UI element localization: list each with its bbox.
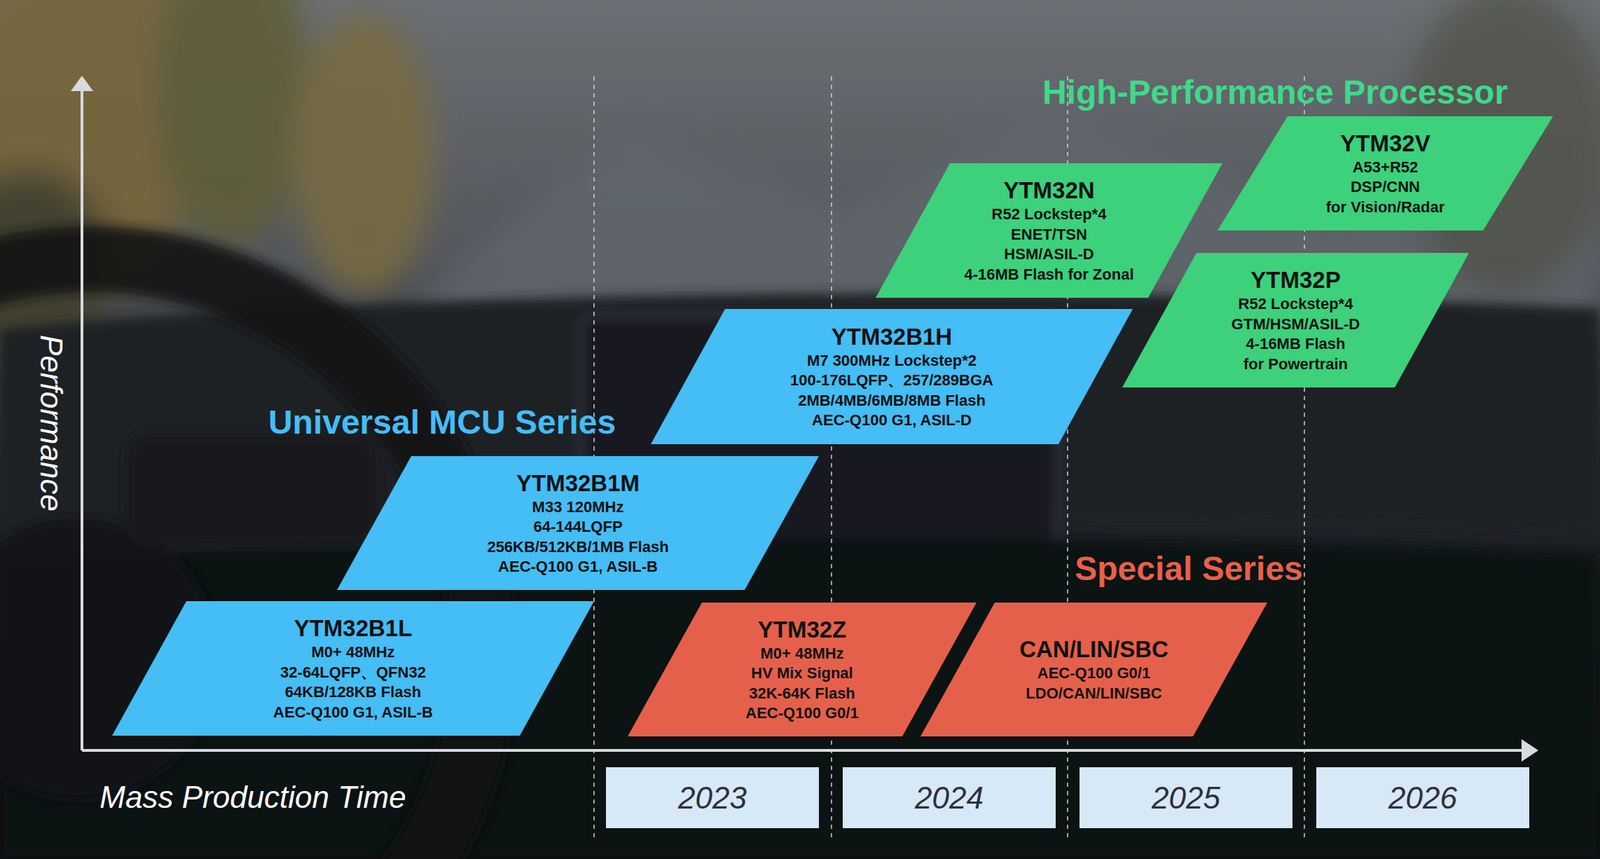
year-box: 2023 xyxy=(605,767,819,829)
shape-fill xyxy=(1217,116,1554,231)
product-spec: for Vision/Radar xyxy=(1326,197,1446,218)
axis-label: Mass Production Time xyxy=(99,779,406,815)
box-content: CAN/LIN/SBCAEC-Q100 G0/1LDO/CAN/LIN/SBC xyxy=(920,602,1268,737)
product-box: YTM32ZM0+ 48MHzHV Mix Signal32K-64K Flas… xyxy=(627,602,977,737)
product-spec: 2MB/4MB/6MB/8MB Flash xyxy=(797,390,986,412)
product-spec: AEC-Q100 G0/1 xyxy=(1037,663,1151,684)
product-spec: 32K-64K Flash xyxy=(748,683,856,705)
year-label: 2026 xyxy=(1388,780,1458,816)
product-spec: M7 300MHz Lockstep*2 xyxy=(807,350,977,372)
product-spec: AEC-Q100 G1, ASIL-B xyxy=(498,556,658,578)
product-name: YTM32B1L xyxy=(294,614,413,643)
product-box: YTM32PR52 Lockstep*4GTM/HSM/ASIL-D4-16MB… xyxy=(1122,252,1470,388)
shape-fill xyxy=(875,163,1223,298)
shape-fill xyxy=(336,456,819,590)
shape-fill xyxy=(1122,252,1470,388)
product-spec: 256KB/512KB/1MB Flash xyxy=(486,537,669,558)
year-label: 2023 xyxy=(678,780,747,816)
product-spec: 32-64LQFP、QFN32 xyxy=(280,662,426,684)
product-name: YTM32B1H xyxy=(831,322,953,351)
product-spec: AEC-Q100 G1, ASIL-D xyxy=(811,410,972,431)
product-spec: GTM/HSM/ASIL-D xyxy=(1231,314,1360,335)
box-content: 2025 xyxy=(1079,767,1293,829)
product-spec: HV Mix Signal xyxy=(750,663,853,684)
box-content: YTM32B1HM7 300MHz Lockstep*2100-176LQFP、… xyxy=(650,308,1133,445)
year-box: 2026 xyxy=(1316,767,1530,829)
product-spec: 4-16MB Flash xyxy=(1246,334,1346,355)
product-spec: 64-144LQFP xyxy=(533,516,623,538)
product-box: YTM32NR52 Lockstep*4ENET/TSNHSM/ASIL-D4-… xyxy=(875,163,1223,298)
product-spec: LDO/CAN/LIN/SBC xyxy=(1025,683,1162,705)
product-spec: 64KB/128KB Flash xyxy=(285,682,422,703)
box-content: 2023 xyxy=(605,767,819,829)
year-box: 2025 xyxy=(1079,767,1293,829)
product-spec: R52 Lockstep*4 xyxy=(1238,294,1354,315)
product-spec: M33 120MHz xyxy=(532,497,625,518)
year-label: 2024 xyxy=(914,780,984,816)
shape-fill xyxy=(842,767,1056,829)
box-content: 2024 xyxy=(842,767,1056,829)
shape-fill xyxy=(1316,767,1530,829)
product-box: CAN/LIN/SBCAEC-Q100 G0/1LDO/CAN/LIN/SBC xyxy=(920,602,1268,737)
box-content: YTM32NR52 Lockstep*4ENET/TSNHSM/ASIL-D4-… xyxy=(875,163,1223,298)
product-spec: M0+ 48MHz xyxy=(311,642,395,663)
box-content: YTM32VA53+R52DSP/CNNfor Vision/Radar xyxy=(1217,116,1554,231)
shape-fill xyxy=(920,602,1268,737)
shape-fill xyxy=(627,602,977,737)
product-spec: ENET/TSN xyxy=(1010,224,1088,246)
product-spec: for Powertrain xyxy=(1243,354,1348,375)
box-content: YTM32B1MM33 120MHz64-144LQFP256KB/512KB/… xyxy=(336,456,819,590)
product-spec: AEC-Q100 G0/1 xyxy=(745,703,859,724)
shape-fill xyxy=(1079,767,1293,829)
product-name: YTM32P xyxy=(1250,266,1341,295)
product-name: YTM32N xyxy=(1003,176,1095,205)
product-box: YTM32VA53+R52DSP/CNNfor Vision/Radar xyxy=(1217,116,1554,231)
product-spec: 4-16MB Flash for Zonal xyxy=(963,264,1134,286)
shape-fill xyxy=(112,601,595,736)
product-spec: DSP/CNN xyxy=(1350,177,1420,198)
product-name: YTM32B1M xyxy=(516,469,640,498)
series-heading: Universal MCU Series xyxy=(268,402,616,442)
product-box: YTM32B1LM0+ 48MHz32-64LQFP、QFN3264KB/128… xyxy=(112,601,595,736)
product-spec: M0+ 48MHz xyxy=(760,643,844,665)
series-heading: Special Series xyxy=(1074,549,1303,588)
product-spec: A53+R52 xyxy=(1352,157,1419,178)
box-content: YTM32PR52 Lockstep*4GTM/HSM/ASIL-D4-16MB… xyxy=(1122,252,1470,388)
product-box: YTM32B1HM7 300MHz Lockstep*2100-176LQFP、… xyxy=(650,308,1133,445)
shape-fill xyxy=(650,308,1133,445)
product-name: YTM32V xyxy=(1340,129,1430,158)
box-content: YTM32B1LM0+ 48MHz32-64LQFP、QFN3264KB/128… xyxy=(112,601,595,736)
box-content: YTM32ZM0+ 48MHzHV Mix Signal32K-64K Flas… xyxy=(627,602,977,737)
product-name: YTM32Z xyxy=(757,615,847,644)
year-label: 2025 xyxy=(1151,780,1221,816)
product-spec: R52 Lockstep*4 xyxy=(991,204,1107,225)
year-box: 2024 xyxy=(842,767,1056,829)
product-box: YTM32B1MM33 120MHz64-144LQFP256KB/512KB/… xyxy=(336,456,819,590)
product-spec: AEC-Q100 G1, ASIL-B xyxy=(273,702,433,723)
axis-label: Performance xyxy=(33,334,69,512)
box-content: 2026 xyxy=(1316,767,1530,829)
product-spec: HSM/ASIL-D xyxy=(1003,244,1094,265)
product-spec: 100-176LQFP、257/289BGA xyxy=(790,370,994,391)
shape-fill xyxy=(605,767,819,829)
product-name: CAN/LIN/SBC xyxy=(1019,635,1169,664)
series-heading: High-Performance Processor xyxy=(1042,72,1508,112)
